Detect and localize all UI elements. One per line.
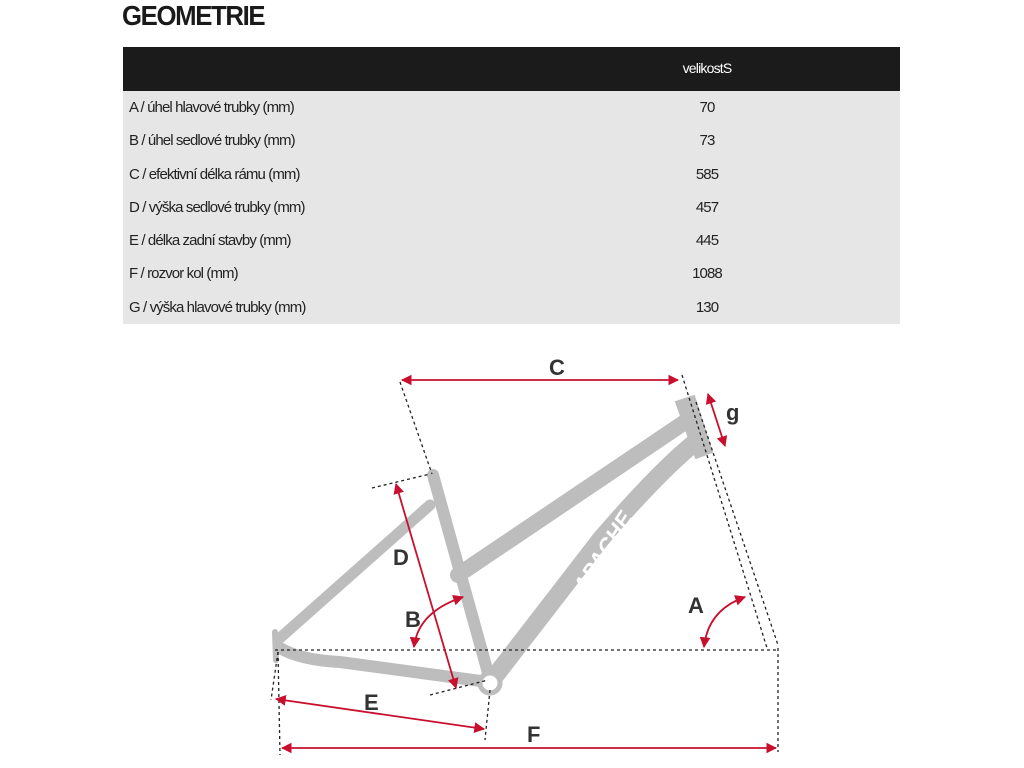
geometry-table: velikostS A / úhel hlavové trubky (mm) 70… <box>123 47 900 325</box>
table-row: B / úhel sedlové trubky (mm) 73 <box>123 124 900 157</box>
row-label: G / výška hlavové trubky (mm) <box>129 298 306 316</box>
brand-logo: APACHE <box>568 506 639 599</box>
label-e: E <box>364 690 379 715</box>
down-tube <box>483 431 707 689</box>
row-value: 1088 <box>692 265 723 283</box>
table-row: C / efektivní délka rámu (mm) 585 <box>123 158 900 191</box>
row-value: 70 <box>699 99 716 116</box>
row-label: E / délka zadní stavby (mm) <box>129 232 292 250</box>
row-value: 130 <box>695 298 719 316</box>
dimension-g-arrow <box>705 392 728 448</box>
label-b: B <box>405 607 421 632</box>
row-label: D / výška sedlové trubky (mm) <box>129 198 306 216</box>
dimension-e-arrow <box>274 695 486 733</box>
label-d: D <box>393 545 409 570</box>
dropout <box>272 629 279 663</box>
row-value: 457 <box>695 198 719 216</box>
table-row: G / výška hlavové trubky (mm) 130 <box>123 291 900 324</box>
table-row: E / délka zadní stavby (mm) 445 <box>123 224 900 257</box>
table-header: velikostS <box>123 47 900 91</box>
bike-frame <box>272 394 714 696</box>
dimension-d-arrow <box>393 482 459 690</box>
chain-stay <box>274 642 494 688</box>
label-g: g <box>726 400 739 425</box>
row-label: F / rozvor kol (mm) <box>129 265 239 283</box>
angle-b-arrow <box>409 594 465 649</box>
row-label: C / efektivní délka rámu (mm) <box>129 165 301 183</box>
size-column-header: velikostS <box>682 60 733 76</box>
row-value: 445 <box>695 232 719 250</box>
angle-a-arrow <box>699 595 747 649</box>
table-row: F / rozvor kol (mm) 1088 <box>123 257 900 290</box>
guide-lines <box>270 374 779 756</box>
row-label: A / úhel hlavové trubky (mm) <box>129 99 295 116</box>
table-row: D / výška sedlové trubky (mm) 457 <box>123 191 900 224</box>
label-c: C <box>549 355 565 380</box>
dimension-arrows <box>274 374 778 754</box>
label-f: F <box>527 722 540 747</box>
head-tube <box>674 394 714 460</box>
row-value: 73 <box>699 132 716 150</box>
row-value: 585 <box>695 165 719 183</box>
label-a: A <box>688 593 704 618</box>
top-tube <box>450 412 696 583</box>
table-row: A / úhel hlavové trubky (mm) 70 <box>123 91 900 124</box>
page-title: GEOMETRIE <box>122 0 266 31</box>
row-label: B / úhel sedlové trubky (mm) <box>129 132 296 150</box>
table-body: A / úhel hlavové trubky (mm) 70 B / úhel s… <box>123 91 900 325</box>
